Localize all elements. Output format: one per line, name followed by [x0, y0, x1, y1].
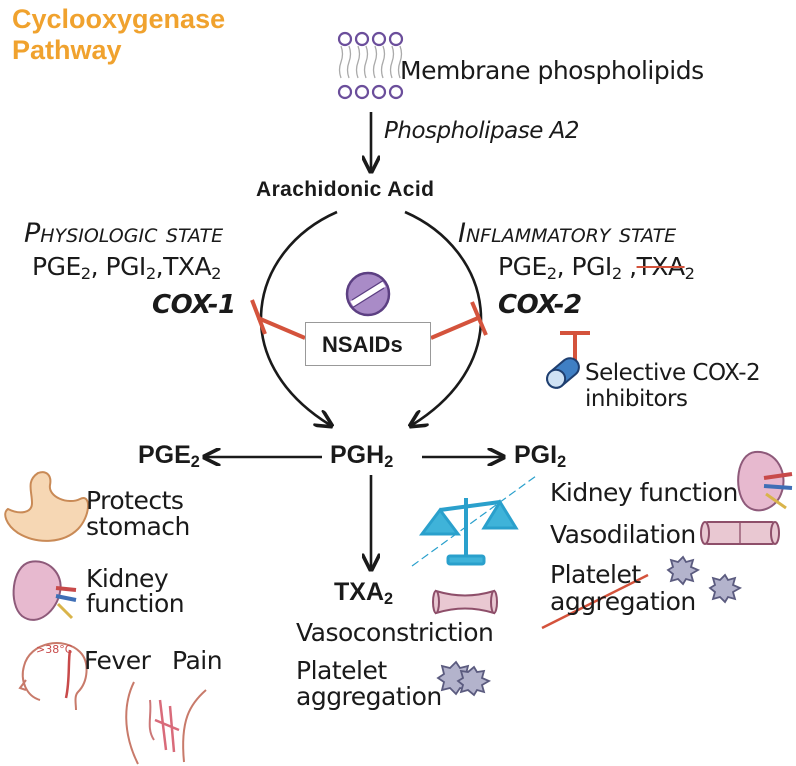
arachidonic-acid-label: Arachidonic Acid — [256, 178, 435, 201]
inhibit-cox2-line — [430, 316, 479, 340]
cox1-label: COX-1 — [152, 290, 236, 320]
phospholipid-bilayer-icon — [337, 31, 404, 100]
pge2-effect-protects: Protects — [86, 486, 184, 515]
phospholipase-a2-label: Phospholipase A2 — [384, 118, 580, 144]
inhibit-cox1-bar — [250, 299, 267, 335]
selective-cox2-line2: inhibitors — [585, 386, 688, 412]
pge2-effect-function: function — [86, 589, 185, 618]
diagram-title-line2: Pathway — [12, 35, 122, 65]
platelet-icon-group — [436, 555, 743, 697]
physiologic-state-heading: Physiologic state — [24, 218, 224, 249]
pgi2-effect-aggregation: aggregation — [550, 587, 696, 616]
txa2-effect-platelet: Platelet — [296, 656, 387, 685]
arrow-cox1-curve — [259, 210, 338, 425]
stomach-icon — [4, 471, 89, 542]
inflammatory-products: PGE2, PGI2 ,TXA2 — [498, 252, 695, 284]
txa2-effect-vasoconstriction: Vasoconstriction — [296, 618, 494, 647]
pgh2-label: PGH2 — [330, 441, 394, 472]
inhibit-cox1-line — [257, 316, 306, 340]
kidney-icon-right — [737, 450, 793, 512]
pill-icon — [345, 271, 391, 317]
capsule-icon — [546, 357, 580, 389]
pge2-effect-stomach: stomach — [86, 512, 190, 541]
pge2-effect-fever: Fever — [84, 646, 151, 675]
arrow-cox2-curve — [404, 210, 483, 425]
kidney-icon-left — [12, 560, 77, 621]
pgi2-effect-vasodilation: Vasodilation — [550, 520, 696, 549]
pgi2-effect-kidney-function: Kidney function — [550, 478, 738, 507]
pge2-effect-pain: Pain — [172, 646, 223, 675]
txa2-effect-aggregation: aggregation — [296, 682, 442, 711]
selective-cox2-line1: Selective COX-2 — [585, 360, 761, 386]
cox2-label: COX-2 — [498, 290, 582, 320]
physiologic-products: PGE2, PGI2,TXA2 — [32, 252, 221, 284]
vessel-dilated-icon — [700, 521, 780, 545]
head-fever-icon — [18, 642, 88, 711]
pge2-label: PGE2 — [138, 441, 200, 472]
inhibit-cox2-bar — [470, 301, 488, 336]
pgi2-effect-platelet: Platelet — [550, 560, 641, 589]
inhibited-platelet-strike — [541, 573, 649, 630]
nsaids-box — [305, 322, 431, 366]
vessel-constricted-icon — [432, 589, 498, 615]
pgi2-label: PGI2 — [514, 441, 567, 472]
nsaids-label: NSAIDs — [322, 332, 403, 357]
pge2-effect-kidney: Kidney — [86, 564, 169, 593]
membrane-phospholipids-label: Membrane phospholipids — [400, 56, 704, 85]
fever-temperature: >38°C — [36, 643, 73, 656]
inflammatory-state-heading: Inflammatory state — [458, 218, 677, 249]
txa2-crossed-out: TXA — [636, 252, 686, 281]
back-pain-icon — [125, 681, 207, 765]
txa2-label: TXA2 — [334, 578, 394, 609]
balance-scale-icon — [411, 475, 537, 567]
diagram-title-line1: Cyclooxygenase — [12, 4, 226, 34]
